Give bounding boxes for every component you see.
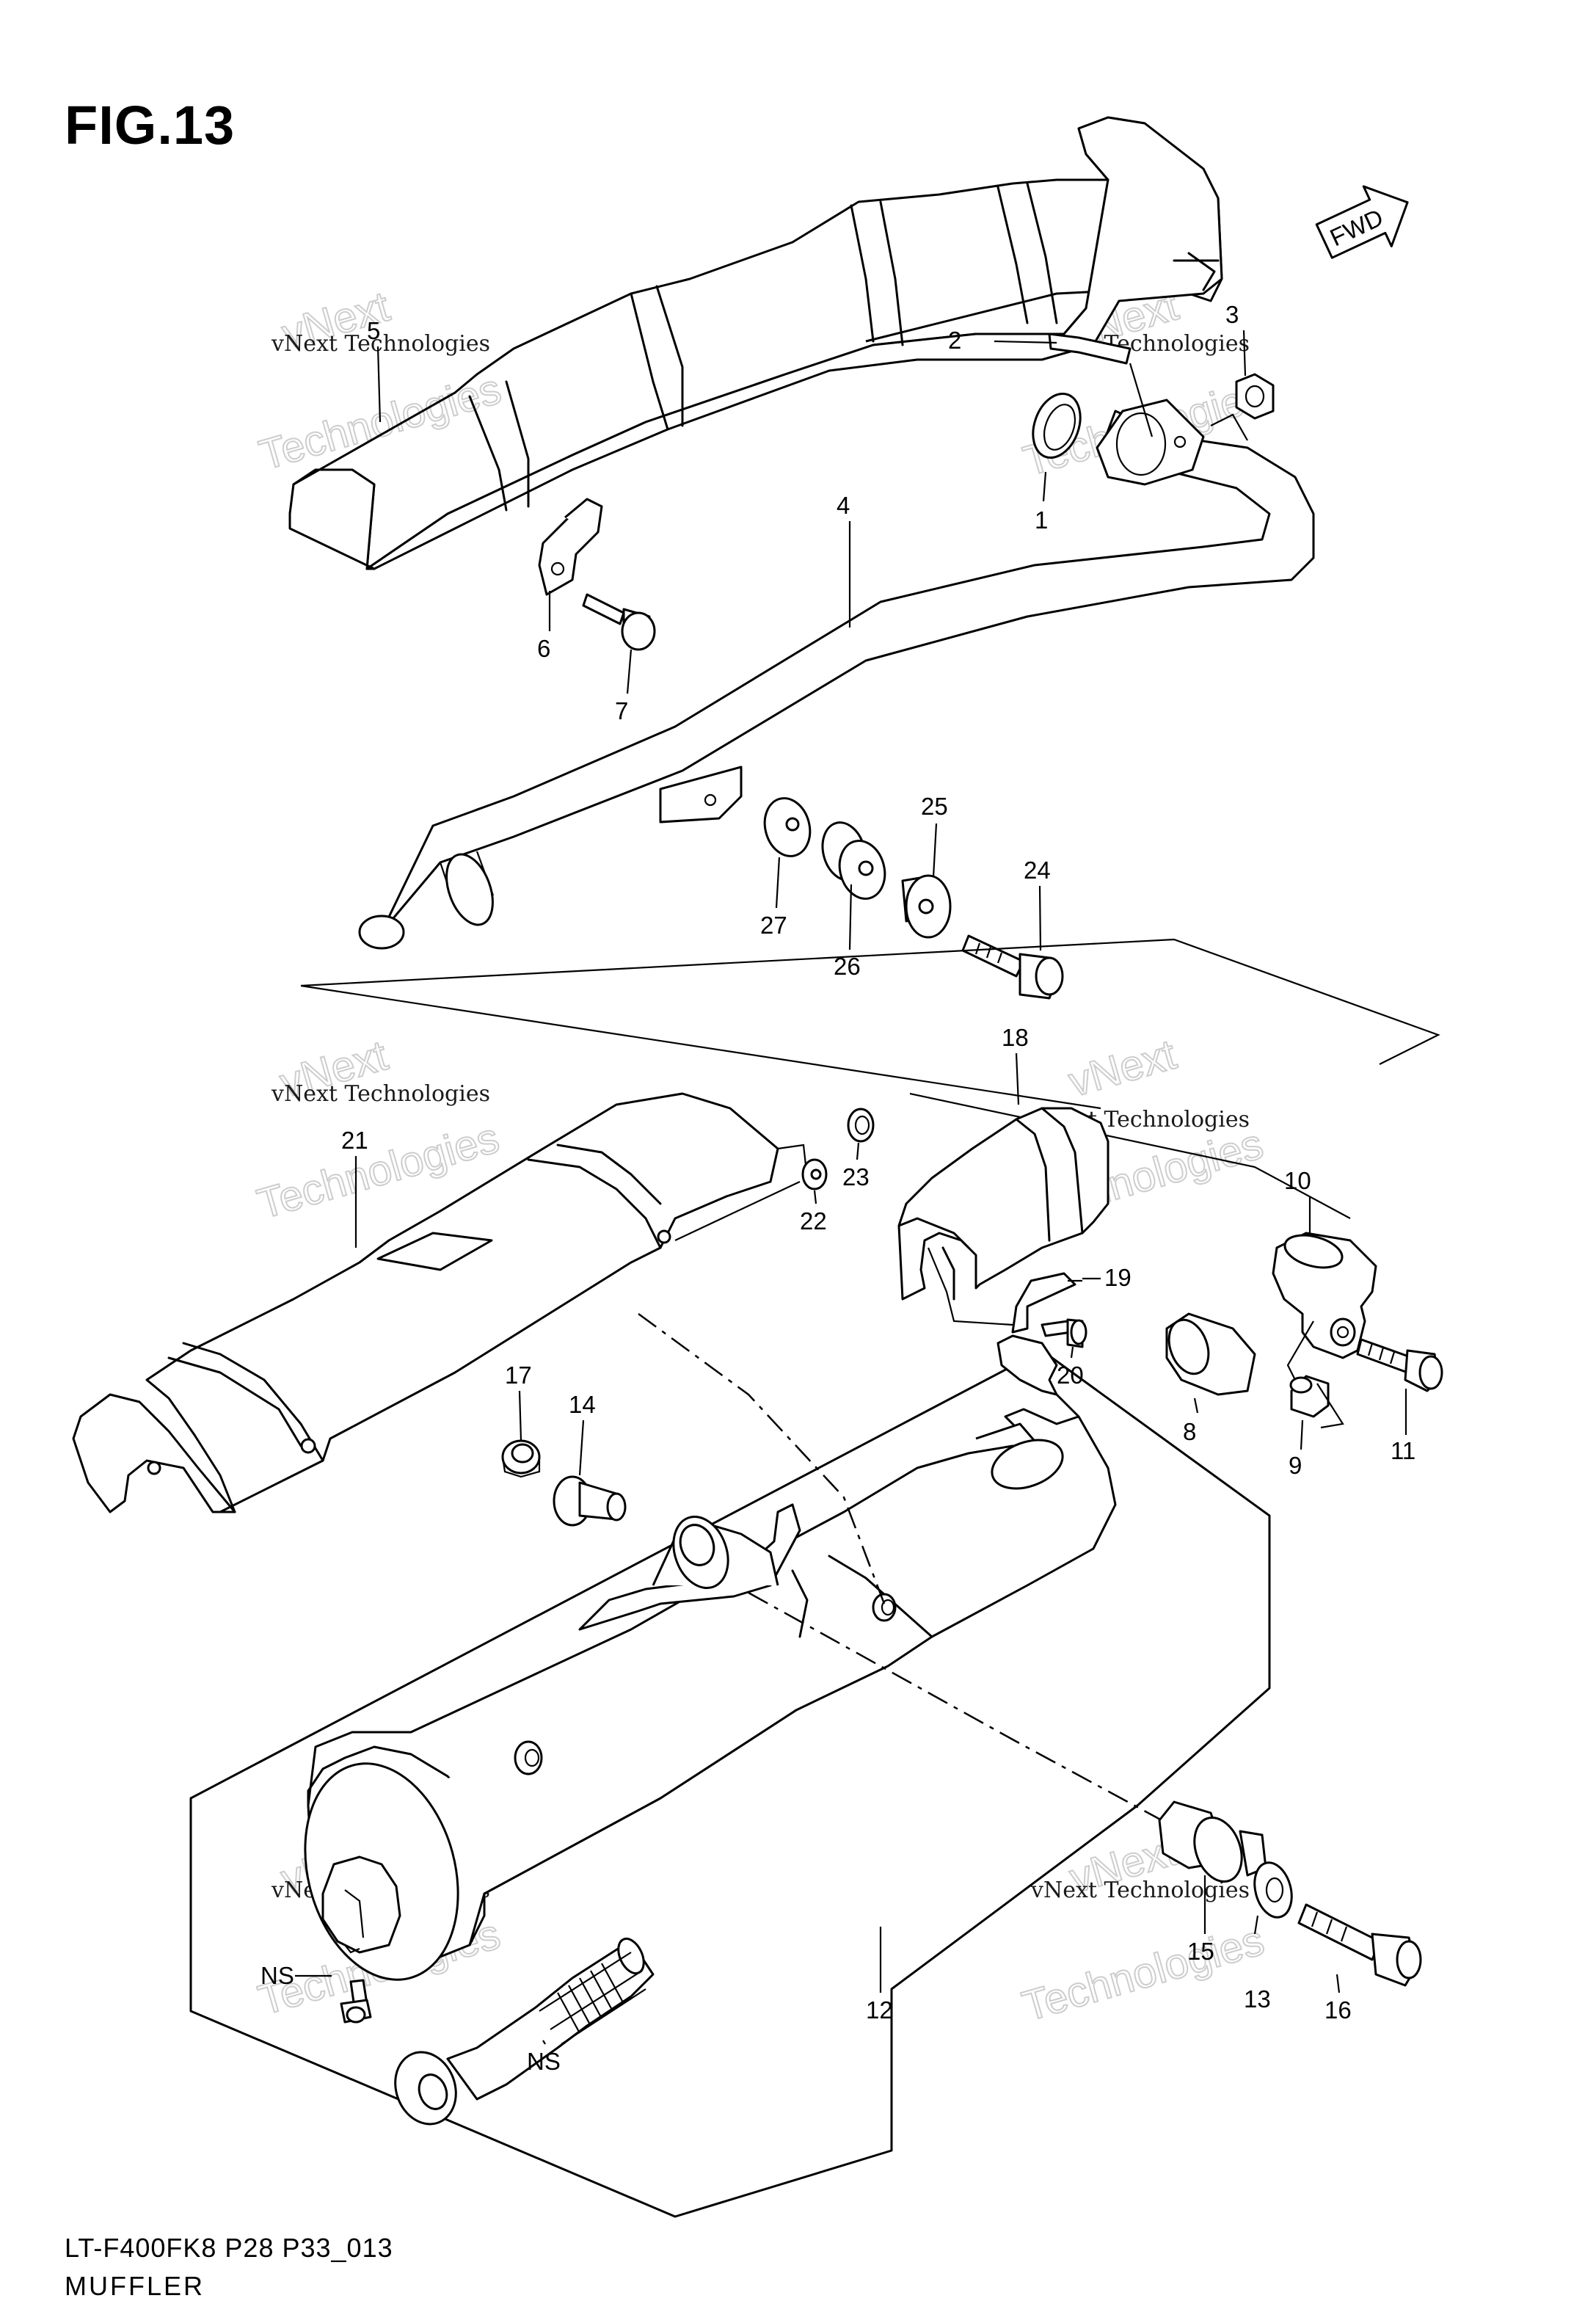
section-name-label: MUFFLER [65, 2271, 205, 2301]
washer-part-22 [801, 1158, 828, 1190]
cushion-part-26 [821, 821, 886, 900]
bolt-part-16 [1297, 1903, 1422, 1987]
nut-part-3 [1210, 373, 1275, 441]
callout-9: 9 [1289, 1452, 1302, 1479]
callout-25: 25 [921, 793, 948, 820]
watermark-technologies: Technologies [1017, 1916, 1269, 2031]
callout-13: 13 [1244, 1985, 1271, 2013]
alignment-dash-line [638, 1312, 886, 1604]
callout-4: 4 [837, 492, 850, 519]
exhaust-pipe-cover-part-5 [288, 116, 1223, 570]
assembly-line [300, 938, 1440, 1065]
leader-lines [295, 330, 1407, 2045]
gasket-part-1 [1032, 392, 1082, 459]
collar-part-25 [901, 874, 952, 939]
model-code-label: LT-F400FK8 P28 P33_013 [65, 2233, 393, 2263]
callout-3: 3 [1225, 301, 1239, 328]
ns-spark-arrester-part [394, 1937, 655, 2126]
clamp-part-10 [1272, 1232, 1377, 1388]
callout-10: 10 [1284, 1167, 1311, 1194]
callout-20: 20 [1057, 1362, 1084, 1389]
callout-21: 21 [341, 1127, 368, 1154]
callout-ns-screw: NS [260, 1962, 294, 1989]
protector-part-18 [897, 1107, 1109, 1326]
washer-part-13 [1253, 1861, 1293, 1919]
sleeve-part-8 [1165, 1312, 1256, 1396]
bolt-part-11 [1356, 1338, 1443, 1392]
exhaust-flange-part-2 [1048, 332, 1205, 486]
bracket-part-6 [538, 498, 603, 596]
callout-22: 22 [800, 1207, 827, 1235]
callout-8: 8 [1183, 1418, 1196, 1445]
callout-5: 5 [367, 317, 380, 344]
spacer-part-9 [1289, 1375, 1344, 1429]
callout-26: 26 [834, 953, 861, 980]
callout-16: 16 [1324, 1996, 1352, 2024]
bolt-part-7 [582, 593, 656, 651]
callout-6: 6 [537, 635, 550, 662]
fwd-direction-arrow: FWD [1315, 185, 1409, 259]
callout-14: 14 [569, 1391, 596, 1418]
bolt-part-24 [961, 934, 1064, 1000]
washer-part-27 [763, 797, 812, 857]
alignment-dash-line [748, 1591, 1189, 1836]
callout-19: 19 [1104, 1264, 1132, 1291]
grommet-part-17 [501, 1439, 541, 1478]
cushion-part-15 [1158, 1800, 1267, 1883]
figure-title: FIG.13 [65, 95, 236, 156]
callout-24: 24 [1024, 857, 1051, 884]
callout-27: 27 [760, 912, 787, 939]
muffler-cover-part-21 [72, 1092, 809, 1513]
bolt-part-20 [1041, 1318, 1087, 1348]
bracket-part-19 [1011, 1272, 1082, 1334]
callout-18: 18 [1002, 1024, 1029, 1051]
washer-part-23 [847, 1108, 875, 1143]
collar-part-14 [553, 1475, 627, 1527]
watermark-text: vNext Technologies [271, 1081, 490, 1107]
watermark-text: vNext Technologies [271, 331, 490, 357]
watermark-vnext: vNext [1063, 1030, 1181, 1106]
callout-15: 15 [1187, 1938, 1214, 1965]
callout-11: 11 [1391, 1437, 1415, 1464]
callout-7: 7 [615, 697, 628, 724]
callout-2: 2 [948, 327, 961, 354]
watermark-text: vNext Technologies [1030, 1877, 1250, 1903]
callout-17: 17 [505, 1362, 532, 1389]
ns-screw-part [340, 1979, 372, 2024]
callout-12: 12 [866, 1996, 893, 2024]
callout-1: 1 [1035, 506, 1048, 534]
assembly-line [300, 984, 1101, 1110]
callout-labels: 1 2 3 4 5 6 7 8 9 10 11 12 13 14 15 16 1… [260, 301, 1415, 2075]
callout-23: 23 [842, 1163, 870, 1190]
muffler-part-12 [304, 1334, 1117, 1981]
callout-ns-arrester: NS [527, 2048, 561, 2075]
